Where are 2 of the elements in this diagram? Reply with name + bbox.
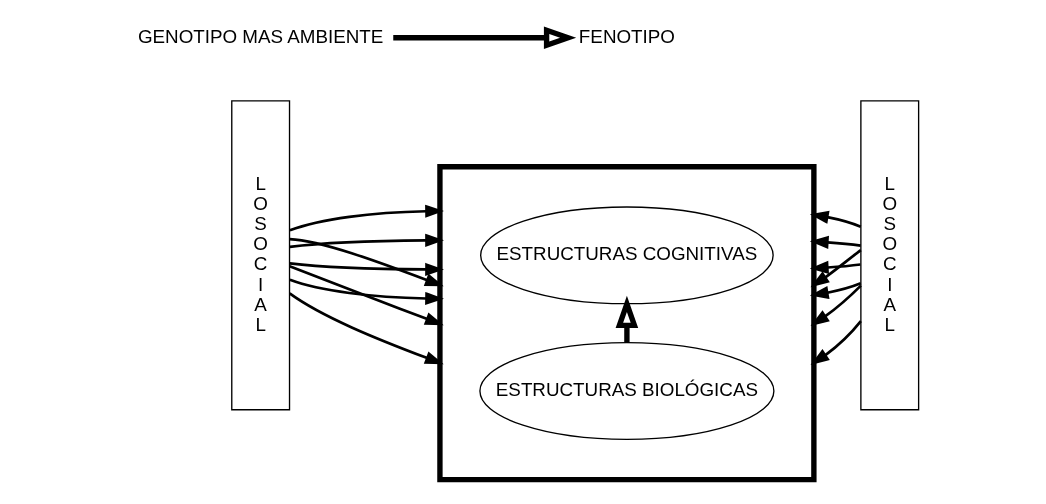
node-text: FENOTIPO (578, 25, 675, 47)
node-text: GENOTIPO MAS AMBIENTE (137, 25, 383, 47)
